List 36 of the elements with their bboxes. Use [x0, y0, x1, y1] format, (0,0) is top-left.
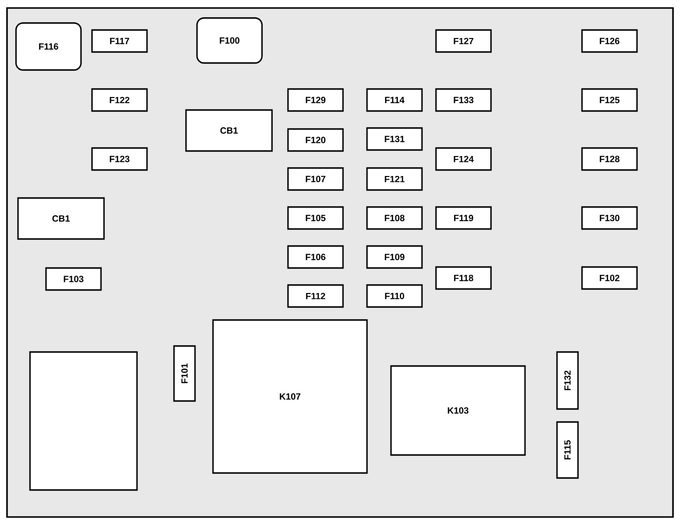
- fuse-box: F107: [287, 167, 344, 191]
- fuse-box: F127: [435, 29, 492, 53]
- fuse-box: F129: [287, 88, 344, 112]
- fuse-box: F101: [173, 345, 196, 402]
- fuse-box: F122: [91, 88, 148, 112]
- breaker-box: CB1: [17, 197, 105, 240]
- fuse-box: F132: [556, 351, 579, 410]
- fuse-box: F125: [581, 88, 638, 112]
- fuse-box: F102: [581, 266, 638, 290]
- breaker-box: CB1: [185, 109, 273, 152]
- fuse-box: F131: [366, 127, 423, 151]
- fuse-box: F114: [366, 88, 423, 112]
- fuse-box: F116: [15, 22, 82, 71]
- fuse-box: F133: [435, 88, 492, 112]
- fuse-box: F123: [91, 147, 148, 171]
- fuse-box: F112: [287, 284, 344, 308]
- fuse-box: F110: [366, 284, 423, 308]
- fuse-box: F117: [91, 29, 148, 53]
- fuse-box: F126: [581, 29, 638, 53]
- fuse-box: F105: [287, 206, 344, 230]
- fuse-box: F100: [196, 17, 263, 64]
- fuse-box: F124: [435, 147, 492, 171]
- fuse-box: F115: [556, 421, 579, 479]
- fuse-box: F109: [366, 245, 423, 269]
- fuse-box: F119: [435, 206, 492, 230]
- fuse-box: F106: [287, 245, 344, 269]
- fuse-box: F130: [581, 206, 638, 230]
- fuse-box: F103: [45, 267, 102, 291]
- fuse-box: F108: [366, 206, 423, 230]
- fuse-box: F128: [581, 147, 638, 171]
- fuse-box: F118: [435, 266, 492, 290]
- empty-slot: [29, 351, 138, 491]
- fuse-box: F121: [366, 167, 423, 191]
- fuse-box: F120: [287, 128, 344, 152]
- relay-box: K107: [212, 319, 368, 474]
- relay-box: K103: [390, 365, 526, 456]
